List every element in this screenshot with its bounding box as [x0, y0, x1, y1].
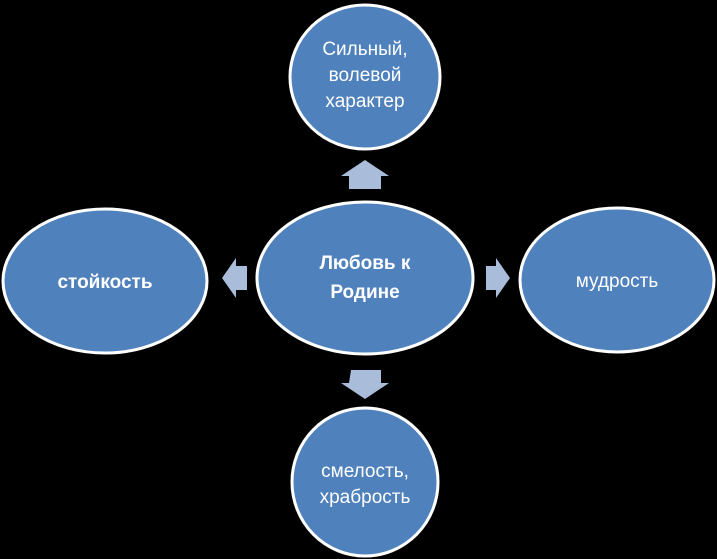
node-top: Сильный, волевой характер — [288, 3, 442, 151]
node-top-line3: характер — [325, 91, 404, 112]
arrow-left-icon — [222, 258, 247, 298]
arrow-up-icon — [341, 160, 389, 189]
node-bottom: смелость, храбрость — [290, 406, 440, 558]
node-bottom-line1: смелость, — [321, 461, 409, 482]
node-center-line2: Родине — [330, 282, 399, 303]
node-top-line1: Сильный, — [322, 39, 407, 60]
node-bottom-line2: храбрость — [320, 487, 411, 508]
node-right-label: мудрость — [576, 271, 659, 292]
node-center-line1: Любовь к — [320, 253, 411, 274]
node-right: мудрость — [518, 206, 716, 354]
arrow-down-icon — [341, 370, 389, 399]
node-left-label: стойкость — [57, 272, 152, 293]
node-left: стойкость — [1, 207, 209, 355]
node-top-line2: волевой — [329, 65, 402, 86]
node-center: Любовь к Родине — [255, 200, 475, 356]
arrow-right-icon — [486, 258, 510, 298]
